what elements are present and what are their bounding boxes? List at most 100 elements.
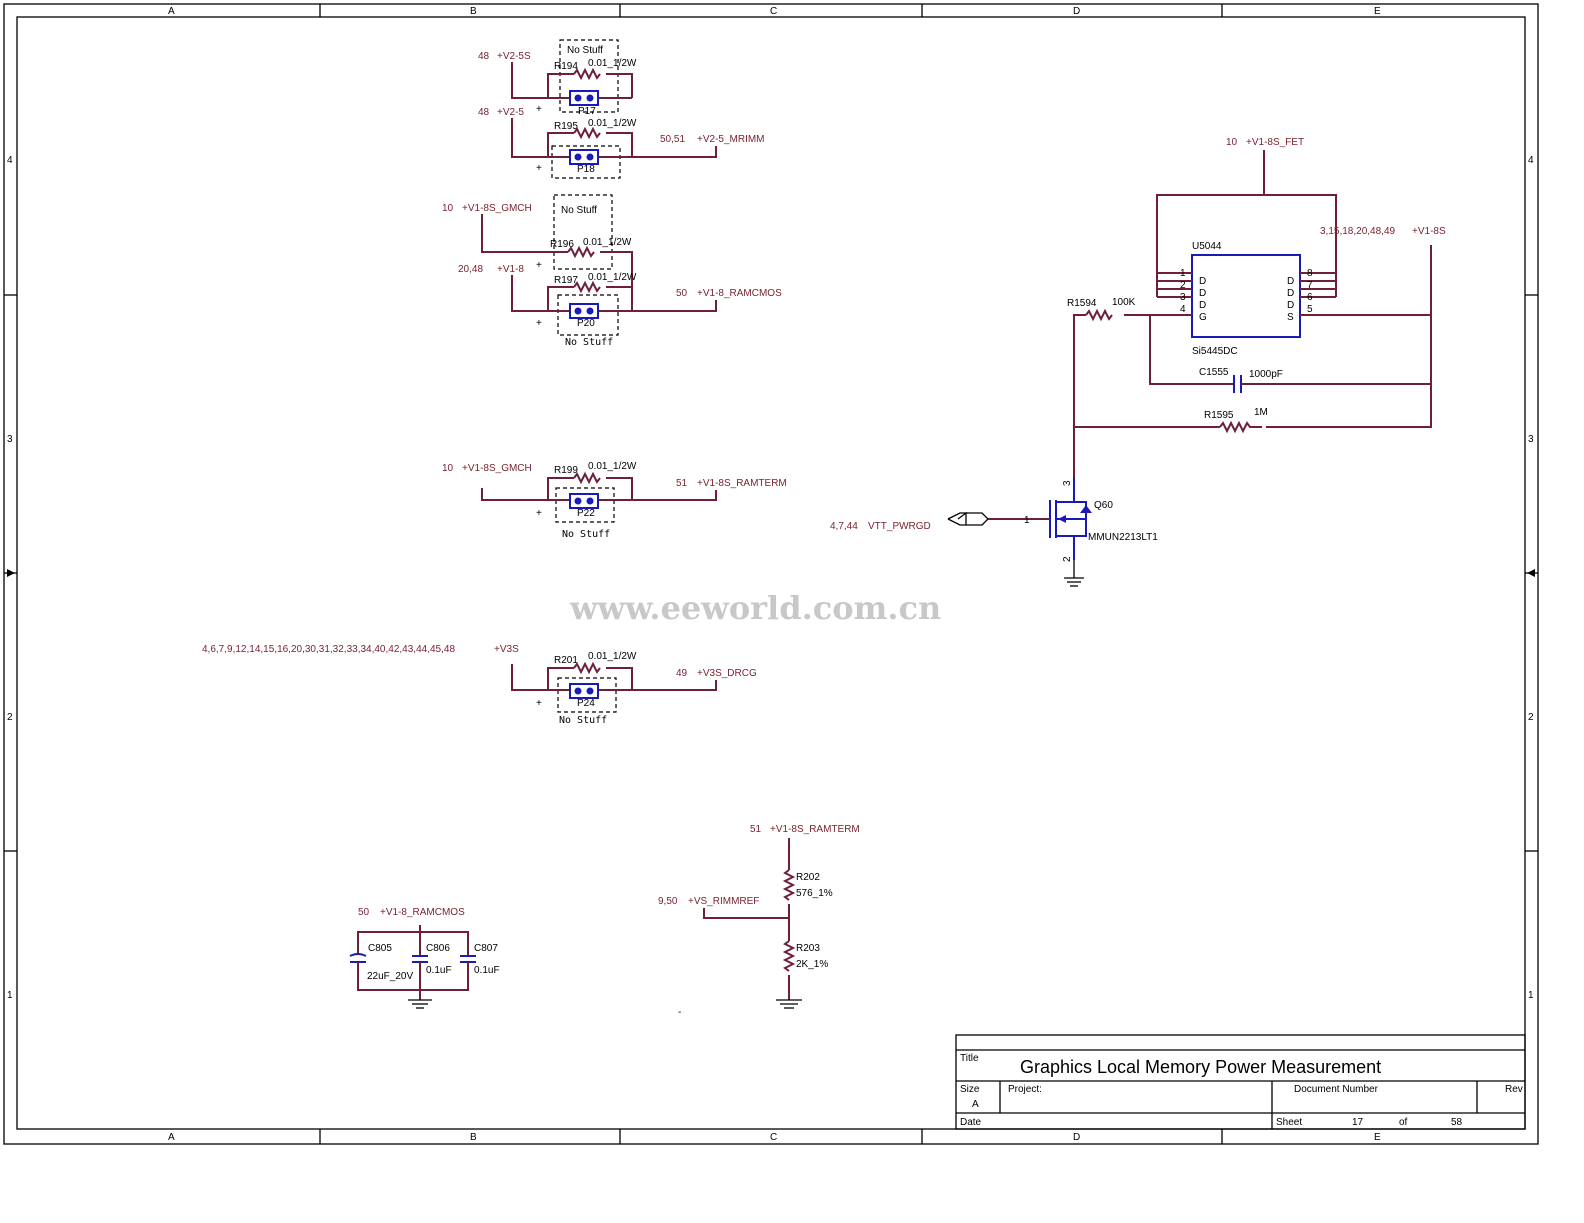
- pin-7: 7: [1307, 280, 1313, 291]
- q60-pin2: 2: [1062, 556, 1073, 562]
- row-label-1-right: 1: [1528, 990, 1534, 1001]
- jumper-ref: P18: [577, 164, 595, 175]
- resistor-ref: R194: [554, 61, 578, 72]
- ground-caps: [408, 999, 432, 1009]
- resistor-ref: R195: [554, 121, 578, 132]
- r1595-zigzag: [1219, 420, 1262, 434]
- net-num: 4,6,7,9,12,14,15,16,20,30,31,32,33,34,40…: [202, 644, 455, 655]
- mid-net: +VS_RIMMREF: [688, 896, 759, 907]
- c1555-value: 1000pF: [1249, 369, 1283, 380]
- col-label-c: C: [770, 6, 777, 17]
- pin-name-4: G: [1199, 312, 1207, 323]
- col-label-e: E: [1374, 6, 1381, 17]
- net-num: 20,48: [458, 264, 483, 275]
- input-num: 4,7,44: [830, 521, 858, 532]
- column-labels-bottom: A B C D E: [168, 1132, 1381, 1143]
- col-label-a: A: [168, 6, 175, 17]
- jumper-ref: P20: [577, 318, 595, 329]
- title-block: Title Graphics Local Memory Power Measur…: [955, 1034, 1526, 1130]
- resistor-value: 0.01_1/2W: [588, 272, 637, 283]
- jumper-ref: P24: [577, 698, 595, 709]
- jumper-body: [569, 493, 599, 509]
- decoupling-caps: 50 +V1-8_RAMCMOS C805 22uF_20V C806 0.1u…: [349, 907, 500, 1009]
- top-net-num: 10: [1226, 137, 1238, 148]
- size-label: Size: [960, 1084, 980, 1095]
- input-port-vtt-pwrgd: [947, 511, 1020, 526]
- fet-switch-circuit: 10 +V1-8S_FET 3,15,18,20,48,49 +V1-8S U5…: [830, 137, 1446, 587]
- pin-6: 6: [1307, 292, 1313, 303]
- r202-zigzag: [782, 869, 796, 901]
- row-label-2: 2: [7, 712, 13, 723]
- r203-zigzag: [782, 940, 796, 972]
- shunt-r201: 4,6,7,9,12,14,15,16,20,30,31,32,33,34,40…: [202, 644, 757, 726]
- out-net: +V2-5_MRIMM: [697, 134, 765, 145]
- c807-value: 0.1uF: [474, 965, 500, 976]
- resistor-ref: R197: [554, 275, 578, 286]
- resistor-ref: R199: [554, 465, 578, 476]
- col-label-b: B: [470, 6, 477, 17]
- row-label-3: 3: [7, 434, 13, 445]
- q60-pin3: 3: [1062, 480, 1073, 486]
- pin-8: 8: [1307, 268, 1313, 279]
- dash-mark: -: [678, 1007, 681, 1018]
- col-label-d-bottom: D: [1073, 1132, 1080, 1143]
- sheet-title: Graphics Local Memory Power Measurement: [1020, 1057, 1381, 1077]
- net-num: 10: [442, 203, 454, 214]
- input-net: VTT_PWRGD: [868, 521, 931, 532]
- right-net-num: 3,15,18,20,48,49: [1320, 226, 1396, 237]
- pin-2: 2: [1180, 280, 1186, 291]
- row-labels: 4 3 2 1 4 3 2 1: [7, 155, 1534, 1001]
- jumper-box: [557, 677, 617, 713]
- size-value: A: [972, 1099, 979, 1110]
- column-labels-top: A B C D E: [168, 6, 1381, 17]
- resistor-value: 0.01_1/2W: [588, 58, 637, 69]
- shunt-r196: 10 +V1-8S_GMCH No Stuff R196 0.01_1/2W +: [442, 194, 633, 311]
- out-net: +V3S_DRCG: [697, 668, 757, 679]
- plus-sign: +: [536, 508, 542, 519]
- pin-name-2: D: [1199, 288, 1206, 299]
- c1555-ref: C1555: [1199, 367, 1229, 378]
- net-name: +V2-5S: [497, 51, 531, 62]
- ic-u5044: [1191, 254, 1301, 338]
- r1595-ref: R1595: [1204, 410, 1234, 421]
- row-label-4-right: 4: [1528, 155, 1534, 166]
- sheet-label: Sheet: [1276, 1117, 1302, 1128]
- document-number-label: Document Number: [1294, 1084, 1379, 1095]
- col-label-b-bottom: B: [470, 1132, 477, 1143]
- divider-circuit: 51 +V1-8S_RAMTERM R202 576_1% 9,50 +VS_R…: [658, 824, 860, 1009]
- r1594-ref: R1594: [1067, 298, 1097, 309]
- jumper-box: [551, 145, 621, 179]
- shunt-r194: 48 +V2-5S No Stuff R194 0.01_1/2W P17 +: [478, 39, 637, 117]
- pin-name-8: D: [1287, 276, 1294, 287]
- jumper-body: [569, 90, 599, 106]
- r202-value: 576_1%: [796, 888, 833, 899]
- ground-divider: [776, 999, 802, 1009]
- resistor-zigzag: [573, 280, 601, 294]
- top-net-num: 51: [750, 824, 762, 835]
- row-label-2-right: 2: [1528, 712, 1534, 723]
- resistor-value: 0.01_1/2W: [583, 237, 632, 248]
- net-num: 10: [442, 463, 454, 474]
- net-name: +V1-8S_GMCH: [462, 463, 532, 474]
- pin-5: 5: [1307, 304, 1313, 315]
- no-stuff-note: No Stuff: [559, 715, 607, 726]
- date-label: Date: [960, 1117, 982, 1128]
- jumper-body: [569, 303, 599, 319]
- sheet-total: 58: [1451, 1117, 1463, 1128]
- jumper-ref: P17: [578, 106, 596, 117]
- resistor-zigzag: [573, 471, 601, 485]
- plus-sign: +: [536, 698, 542, 709]
- jumper-box: [557, 294, 619, 336]
- row-label-4: 4: [7, 155, 13, 166]
- pin-1: 1: [1180, 268, 1186, 279]
- title-label: Title: [960, 1053, 979, 1064]
- resistor-zigzag: [573, 67, 601, 81]
- c806-value: 0.1uF: [426, 965, 452, 976]
- net-name: +V1-8_RAMCMOS: [380, 907, 465, 918]
- pin-3: 3: [1180, 292, 1186, 303]
- shunt-r195: 48 +V2-5 R195 0.01_1/2W P18 + 50,51 +V2-…: [478, 107, 765, 179]
- out-num: 51: [676, 478, 688, 489]
- net-name: +V3S: [494, 644, 519, 655]
- mid-net-num: 9,50: [658, 896, 678, 907]
